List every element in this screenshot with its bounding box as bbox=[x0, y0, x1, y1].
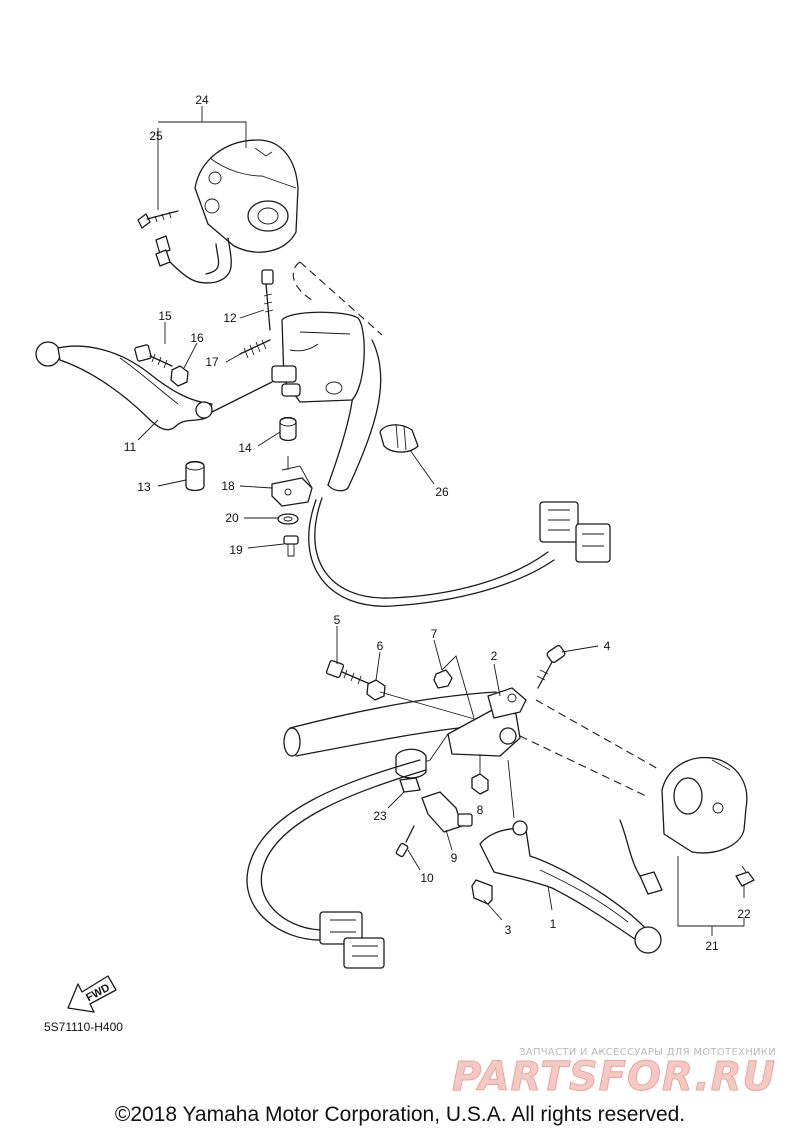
copyright-notice: ©2018 Yamaha Motor Corporation, U.S.A. A… bbox=[114, 1103, 686, 1126]
callout-6: 6 bbox=[377, 639, 384, 653]
parts-diagram: 24 25 12 15 16 17 11 14 13 18 20 19 26 5… bbox=[35, 93, 776, 1100]
callout-labels: 24 25 12 15 16 17 11 14 13 18 20 19 26 5… bbox=[124, 93, 751, 953]
left-handlebar-switch-assembly bbox=[35, 139, 611, 607]
watermark-logo: ЗАПЧАСТИ И АКСЕССУАРЫ ДЛЯ МОТОТЕХНИКИ PA… bbox=[451, 1047, 776, 1100]
right-handlebar-switch-assembly bbox=[246, 645, 755, 969]
callout-25: 25 bbox=[149, 129, 163, 143]
callout-2: 2 bbox=[491, 649, 498, 663]
callout-26: 26 bbox=[435, 485, 449, 499]
leader-lines bbox=[137, 106, 745, 936]
callout-11: 11 bbox=[124, 440, 137, 454]
callout-17: 17 bbox=[205, 355, 219, 369]
callout-4: 4 bbox=[604, 639, 611, 653]
callout-23: 23 bbox=[373, 809, 387, 823]
callout-5: 5 bbox=[334, 613, 341, 627]
callout-18: 18 bbox=[221, 479, 235, 493]
callout-3: 3 bbox=[505, 923, 512, 937]
fwd-label: FWD bbox=[84, 982, 112, 1004]
callout-10: 10 bbox=[420, 871, 434, 885]
callout-13: 13 bbox=[137, 480, 151, 494]
fwd-arrow: FWD bbox=[67, 975, 117, 1013]
callout-21: 21 bbox=[705, 939, 719, 953]
watermark-logo-text: PARTSFOR.RU bbox=[452, 1054, 776, 1100]
callout-9: 9 bbox=[451, 851, 458, 865]
callout-20: 20 bbox=[225, 511, 239, 525]
callout-8: 8 bbox=[477, 803, 484, 817]
callout-7: 7 bbox=[431, 627, 438, 641]
watermark-tagline: ЗАПЧАСТИ И АКСЕССУАРЫ ДЛЯ МОТОТЕХНИКИ bbox=[519, 1047, 776, 1058]
callout-19: 19 bbox=[229, 543, 243, 557]
callout-14: 14 bbox=[238, 441, 252, 455]
callout-1: 1 bbox=[550, 917, 557, 931]
callout-15: 15 bbox=[158, 309, 172, 323]
callout-16: 16 bbox=[190, 331, 204, 345]
drawing-code: 5S71110-H400 bbox=[44, 1020, 123, 1034]
callout-24: 24 bbox=[195, 93, 209, 107]
callout-22: 22 bbox=[737, 907, 751, 921]
callout-12: 12 bbox=[223, 311, 237, 325]
